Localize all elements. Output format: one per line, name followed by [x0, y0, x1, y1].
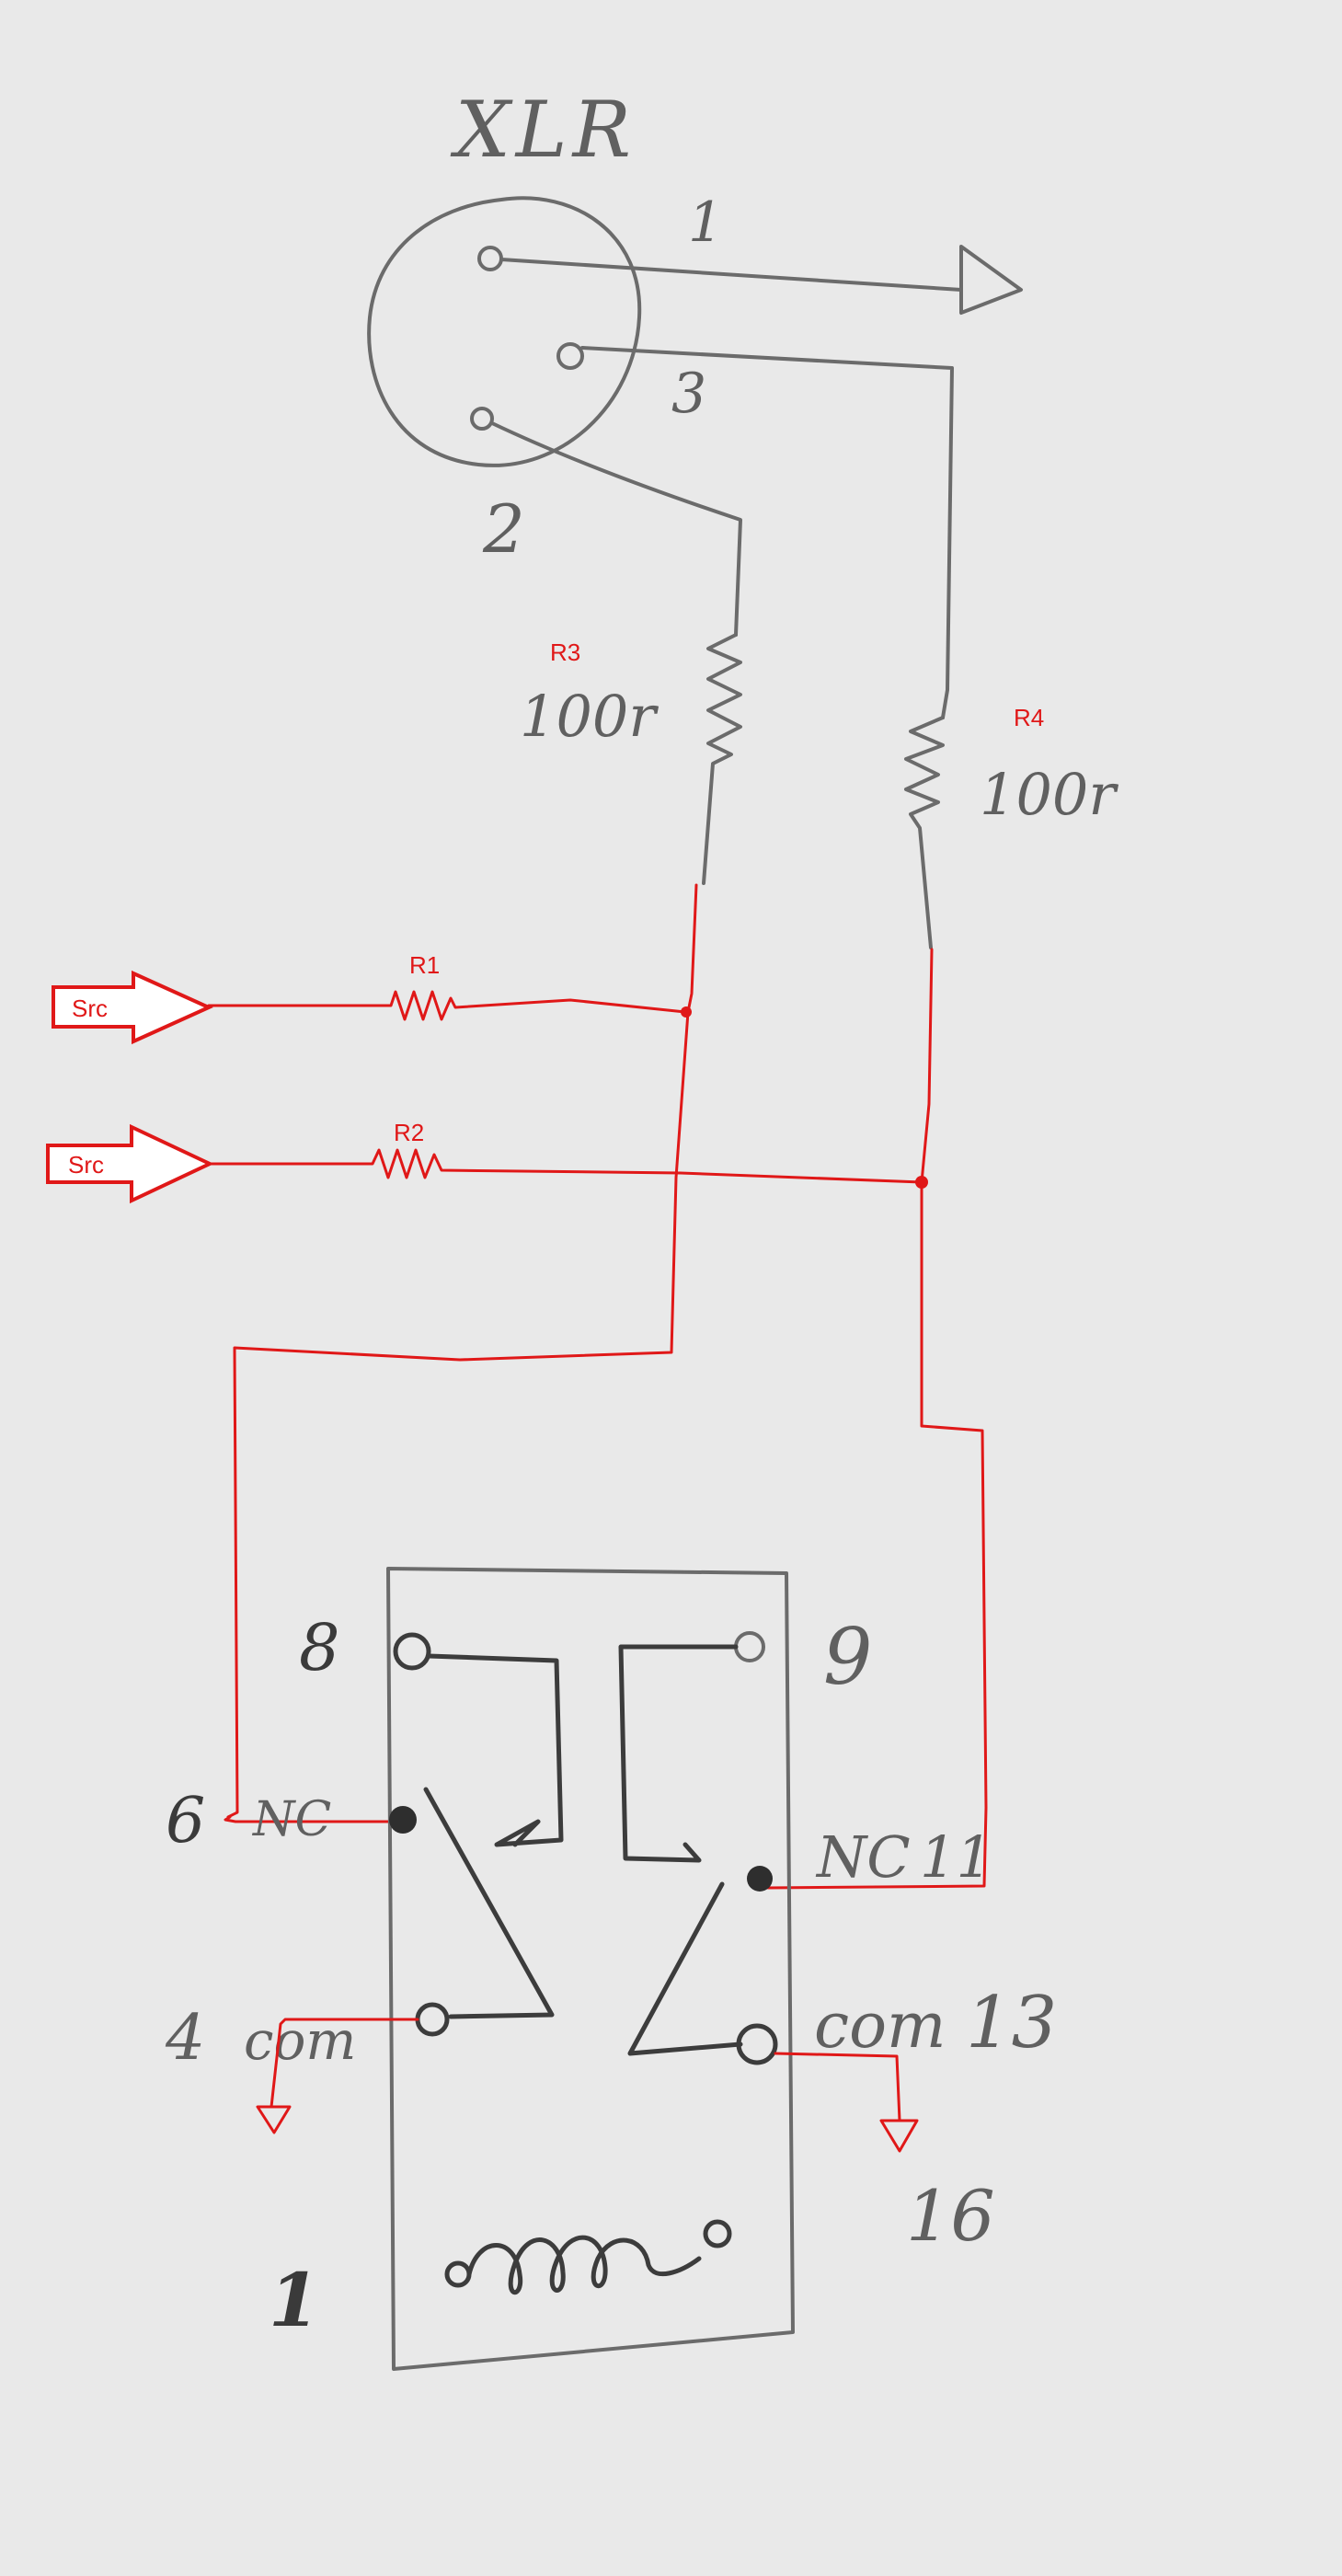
r1-name: R1 [409, 951, 440, 979]
relay-nc-left-label: NC [251, 1792, 331, 1847]
resistor-r4: R4 100r [904, 704, 1118, 949]
source-1-label: Src [72, 995, 108, 1022]
r4-name: R4 [1014, 704, 1044, 731]
relay-box [386, 1567, 795, 2371]
xlr-pin3-label: 3 [671, 362, 706, 426]
relay-pin-6-label: 6 [166, 1785, 205, 1857]
source-1: Src [52, 970, 213, 1045]
xlr-body-circle [367, 196, 642, 467]
resistor-r1: R1 [207, 951, 687, 1021]
xlr-pin-3 [556, 342, 584, 370]
source-2-label: Src [68, 1151, 104, 1179]
relay-switch-arm-left [423, 1787, 555, 2019]
relay-pin-6-terminal [389, 1806, 417, 1834]
relay-coil-winding [466, 2235, 702, 2294]
relay-pin-4-label: 4 [165, 2002, 205, 2075]
relay-pin-8-label: 8 [299, 1610, 340, 1685]
relay-pin-4-terminal [415, 2002, 450, 2037]
r1-wire [207, 990, 687, 1021]
relay-pin-11-label: 11 [920, 1823, 992, 1891]
pin3-wire [580, 346, 954, 719]
r2-name: R2 [394, 1119, 424, 1146]
source-1-arrow [52, 970, 213, 1045]
source-2-arrow [46, 1123, 214, 1204]
xlr-pin2-label: 2 [482, 490, 525, 568]
ground-wire-right [774, 2052, 901, 2122]
r4-red-wire [766, 948, 988, 1890]
r2-wire [208, 1148, 923, 1184]
r3-zigzag [702, 633, 742, 885]
xlr-pin-1 [477, 246, 503, 271]
source-2: Src [46, 1123, 214, 1204]
relay-pin-16-label: 16 [906, 2175, 995, 2257]
relay-pin-11-terminal [747, 1866, 773, 1892]
relay-contact-left [426, 1653, 564, 1847]
relay-coil [444, 2219, 732, 2294]
junction-r2 [915, 1176, 928, 1189]
xlr-title: XLR [450, 85, 637, 175]
pin2-wire [490, 421, 742, 637]
relay-pin-9-terminal [734, 1631, 765, 1662]
r3-red-wire [224, 883, 698, 1823]
resistor-r3: R3 100r [520, 633, 742, 885]
ground-wire-left [270, 2018, 419, 2109]
relay-pin-13-terminal [736, 2023, 778, 2065]
xlr-pin1-label: 1 [688, 190, 723, 255]
ground-symbol-right [879, 2119, 919, 2153]
relay-contact-right [618, 1644, 739, 1863]
relay-pin-1-label: 1 [269, 2257, 320, 2343]
ground-symbol-xlr [959, 245, 1023, 315]
relay-pin-9-label: 9 [823, 1612, 872, 1702]
xlr-pin-2 [470, 407, 494, 431]
relay: 8 9 6 NC NC 11 4 com com 13 1 [165, 1567, 1057, 2371]
relay-nc-right-label: NC [815, 1823, 911, 1891]
relay-coil-terminal-left [444, 2260, 472, 2288]
relay-pin-8-terminal [393, 1632, 431, 1671]
relay-switch-arm-right [627, 1881, 743, 2056]
pin1-wire [499, 258, 963, 292]
resistor-r2: R2 [208, 1119, 923, 1184]
r4-zigzag [904, 716, 945, 949]
ground-symbol-left [256, 2105, 292, 2134]
relay-coil-terminal-right [703, 2219, 732, 2248]
relay-pin-13-label: 13 [966, 1982, 1057, 2064]
xlr-connector: XLR 1 3 2 [367, 85, 723, 568]
r3-value: 100r [520, 683, 659, 750]
junction-r1 [681, 1006, 692, 1018]
relay-com-right-label: com [814, 1990, 946, 2063]
r4-value: 100r [980, 761, 1118, 828]
r3-name: R3 [550, 638, 580, 666]
